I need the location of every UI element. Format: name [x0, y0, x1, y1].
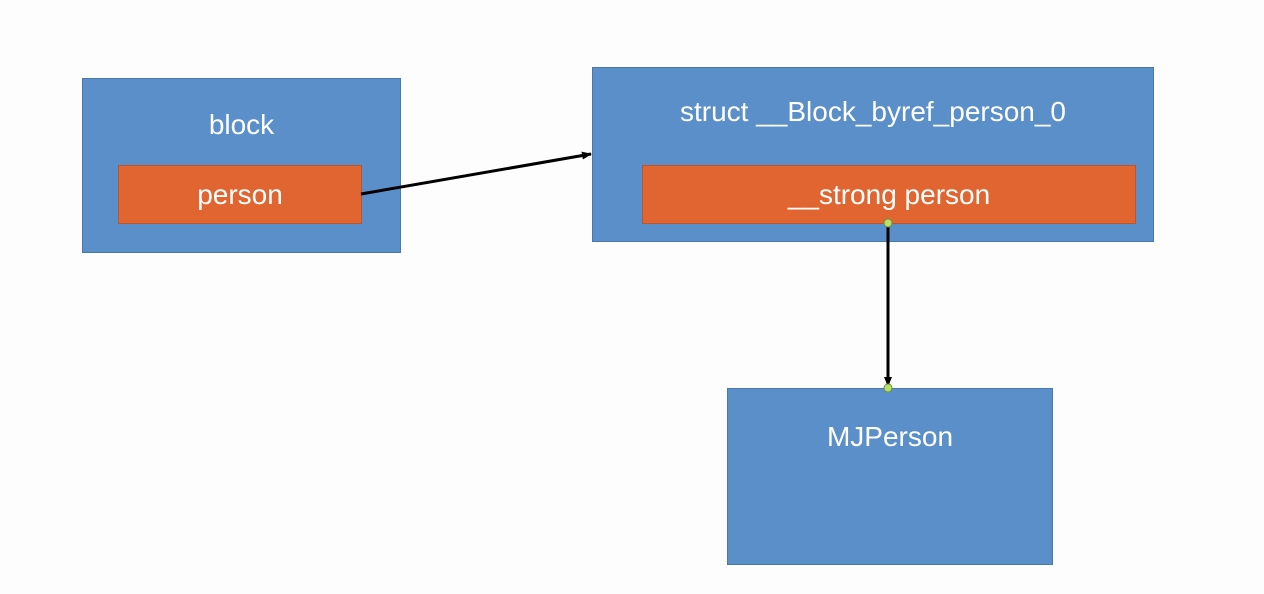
byref-struct-node: struct __Block_byref_person_0 __strong p… [592, 67, 1154, 242]
mjperson-node: MJPerson [727, 388, 1053, 565]
strong-person-field: __strong person [642, 165, 1136, 224]
block-node: block person [82, 78, 401, 253]
arrow-block-to-byref [360, 151, 592, 196]
mjperson-title: MJPerson [826, 421, 954, 452]
anchor-dot-end [883, 383, 893, 393]
block-person-field: person [118, 165, 362, 224]
anchor-dot-start [883, 218, 893, 228]
byref-struct-title: struct __Block_byref_person_0 [680, 96, 1066, 127]
block-node-title: block [208, 109, 275, 140]
